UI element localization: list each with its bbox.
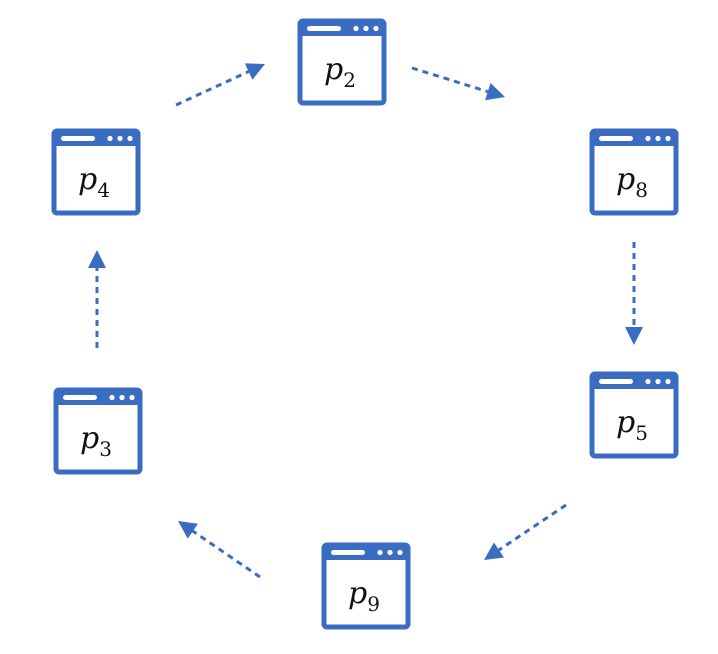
window-dot-icon	[655, 135, 661, 142]
node-label-base: p	[324, 52, 343, 87]
node-label-subscript: 9	[367, 592, 380, 616]
window-address-bar	[331, 550, 365, 555]
window-title-bar	[592, 131, 676, 146]
window-dot-icon	[117, 135, 123, 142]
window-dot-icon	[645, 135, 651, 142]
edge-p8-to-p5	[625, 242, 643, 345]
edge-p2-to-p8	[411, 66, 505, 101]
node-label-subscript: 5	[635, 421, 648, 445]
node-p4: p4	[51, 128, 141, 216]
window-dot-icon	[119, 394, 125, 401]
node-label: p2	[324, 52, 356, 92]
browser-window-icon	[51, 128, 141, 216]
window-dot-icon	[373, 25, 379, 32]
node-label: p5	[616, 405, 648, 445]
node-label-base: p	[348, 576, 367, 611]
node-p9: p9	[321, 542, 411, 630]
arrowhead-icon	[88, 250, 106, 268]
node-label-subscript: 8	[635, 178, 648, 202]
window-dot-icon	[655, 378, 661, 385]
node-label-base: p	[616, 405, 635, 440]
window-address-bar	[61, 136, 95, 141]
window-dot-icon	[645, 378, 651, 385]
window-address-bar	[599, 379, 633, 384]
arrowhead-icon	[485, 83, 505, 101]
arrowhead-icon	[244, 63, 265, 80]
window-dot-icon	[129, 394, 135, 401]
node-p8: p8	[589, 128, 679, 216]
edge-p5-to-p9	[484, 503, 567, 560]
browser-window-icon	[53, 387, 143, 475]
node-label: p8	[616, 162, 648, 202]
window-dot-icon	[377, 549, 383, 556]
window-title-bar	[592, 374, 676, 389]
node-label-subscript: 3	[99, 437, 112, 461]
node-label: p9	[348, 576, 380, 616]
window-dot-icon	[107, 135, 113, 142]
window-address-bar	[307, 26, 341, 31]
node-label: p4	[78, 162, 110, 202]
window-address-bar	[63, 395, 97, 400]
node-label-base: p	[80, 421, 99, 456]
window-dot-icon	[665, 135, 671, 142]
window-title-bar	[56, 390, 140, 405]
arrowhead-icon	[625, 327, 643, 345]
arrowhead-icon	[178, 521, 198, 539]
node-label-subscript: 2	[343, 68, 356, 92]
edge-line	[498, 503, 567, 552]
browser-window-icon	[589, 128, 679, 216]
node-label-base: p	[616, 162, 635, 197]
browser-window-icon	[297, 18, 387, 106]
window-title-bar	[324, 545, 408, 560]
window-dot-icon	[387, 549, 393, 556]
browser-window-icon	[321, 542, 411, 630]
node-label-subscript: 4	[97, 178, 110, 202]
edge-line	[411, 66, 489, 94]
node-p5: p5	[589, 371, 679, 459]
edge-p9-to-p3	[178, 521, 261, 579]
window-dot-icon	[665, 378, 671, 385]
edge-line	[192, 529, 261, 579]
window-dot-icon	[353, 25, 359, 32]
edge-p4-to-p2	[175, 63, 265, 107]
node-label-base: p	[78, 162, 97, 197]
browser-window-icon	[589, 371, 679, 459]
arrowhead-icon	[484, 542, 504, 560]
node-p3: p3	[53, 387, 143, 475]
edge-p3-to-p4	[88, 250, 106, 348]
window-address-bar	[599, 136, 633, 141]
window-title-bar	[54, 131, 138, 146]
window-dot-icon	[127, 135, 133, 142]
window-dot-icon	[109, 394, 115, 401]
window-title-bar	[300, 21, 384, 36]
window-dot-icon	[397, 549, 403, 556]
node-p2: p2	[297, 18, 387, 106]
node-label: p3	[80, 421, 112, 461]
window-dot-icon	[363, 25, 369, 32]
edge-line	[175, 70, 250, 107]
